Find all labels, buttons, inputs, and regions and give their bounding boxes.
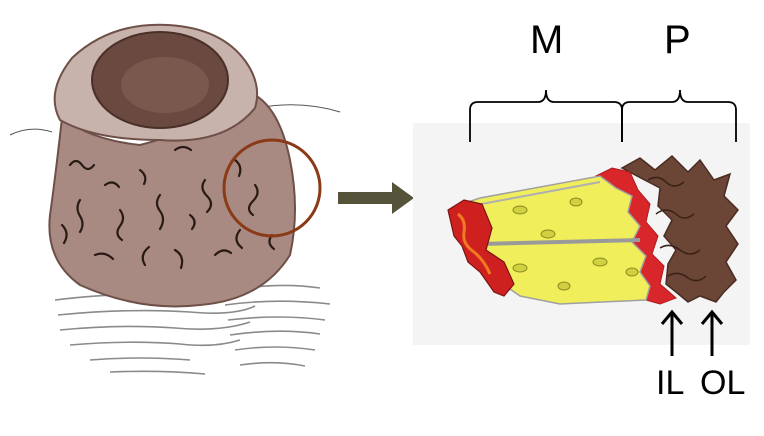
label-ol: OL <box>700 366 745 400</box>
label-il: IL <box>656 366 684 400</box>
right-arrow-icon <box>338 182 414 214</box>
label-m: M <box>530 20 563 60</box>
sketched-object <box>49 25 295 307</box>
label-p: P <box>664 20 691 60</box>
